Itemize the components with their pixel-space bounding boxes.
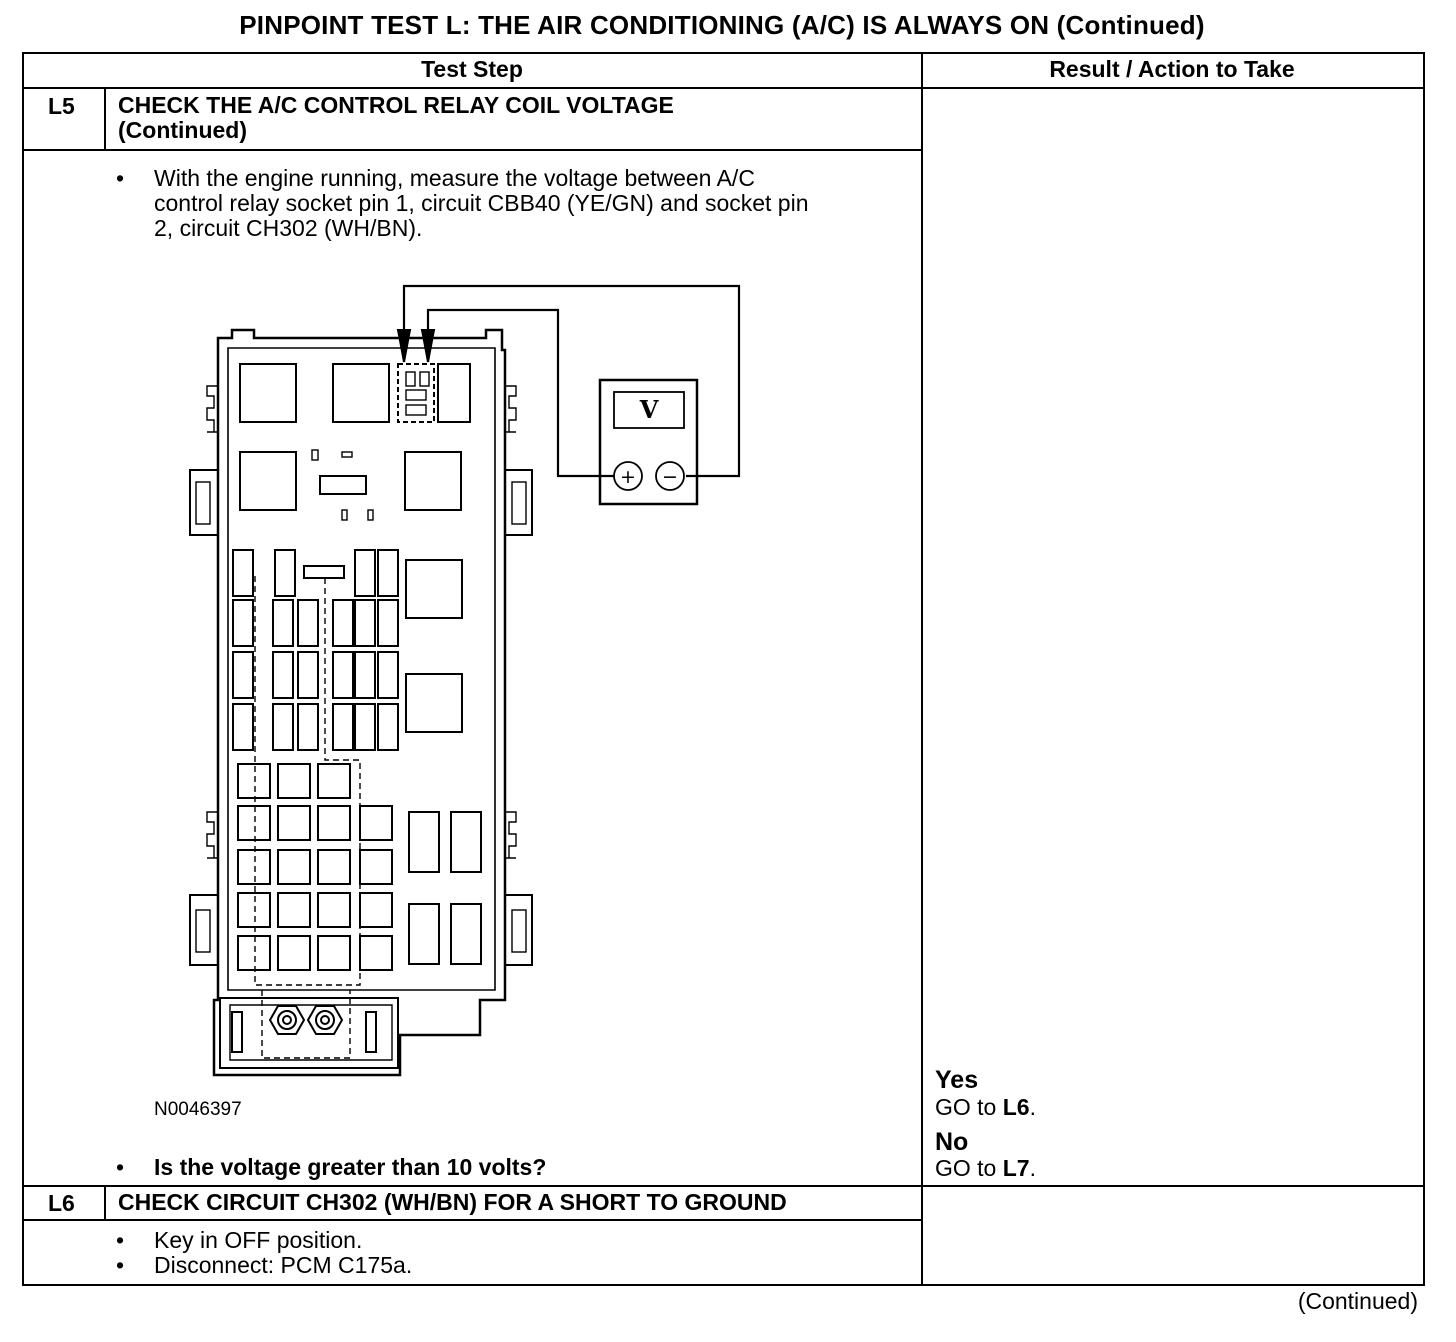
instruction-l6-1-text: Key in OFF position.	[154, 1227, 363, 1253]
instruction-l6-2-text: Disconnect: PCM C175a.	[154, 1252, 413, 1278]
bullet-marker: •	[116, 1154, 125, 1180]
bullet-marker: •	[116, 165, 125, 191]
negative-terminal	[655, 461, 685, 491]
result-yes: Yes	[935, 1066, 979, 1094]
action-yes: GO to L6.	[935, 1094, 1036, 1121]
step-title-l5: CHECK THE A/C CONTROL RELAY COIL VOLTAGE…	[118, 93, 674, 143]
step-title-rule-l5	[22, 149, 922, 151]
voltmeter-display	[613, 391, 685, 429]
step-title-l6: CHECK CIRCUIT CH302 (WH/BN) FOR A SHORT …	[118, 1189, 787, 1215]
continued-footer: (Continued)	[1297, 1288, 1418, 1314]
negative-test-lead	[402, 284, 741, 478]
positive-terminal	[613, 461, 643, 491]
step-id-divider-l6	[104, 1185, 106, 1221]
question-l5: • Is the voltage greater than 10 volts?	[116, 1155, 896, 1181]
step-rule-l6	[22, 1185, 1423, 1187]
instruction-l5-text: With the engine running, measure the vol…	[154, 166, 809, 241]
positive-test-lead	[426, 308, 614, 478]
relay-socket	[239, 451, 297, 511]
question-l5-text: Is the voltage greater than 10 volts?	[154, 1154, 547, 1180]
instruction-l6-2: • Disconnect: PCM C175a.	[116, 1253, 896, 1279]
junction-box-diagram: V + −	[189, 284, 741, 1077]
step-title-l5-line1: CHECK THE A/C CONTROL RELAY COIL VOLTAGE	[118, 92, 674, 118]
step-title-l5-line2: (Continued)	[118, 117, 248, 143]
minus-sign: −	[662, 466, 678, 488]
header-test-step: Test Step	[421, 56, 523, 82]
action-target: L6	[1002, 1094, 1030, 1120]
relay-socket	[332, 363, 390, 423]
action-target: L7	[1002, 1155, 1030, 1181]
step-title-rule-l6	[22, 1219, 922, 1221]
instruction-l5: • With the engine running, measure the v…	[116, 166, 896, 246]
instruction-l6-1: • Key in OFF position.	[116, 1228, 896, 1254]
page-title: PINPOINT TEST L: THE AIR CONDITIONING (A…	[239, 10, 1205, 40]
connector-latch	[231, 1011, 243, 1053]
action-suffix: .	[1029, 1094, 1036, 1120]
connector-latch	[365, 1011, 377, 1053]
fuse-array	[232, 599, 399, 751]
bullet-marker: •	[116, 1227, 125, 1253]
test-table	[22, 52, 1425, 1286]
header-rule	[22, 87, 1423, 89]
figure-id: N0046397	[154, 1099, 242, 1120]
column-divider	[921, 52, 923, 1284]
action-text: GO to	[935, 1155, 1003, 1181]
voltmeter-symbol: V	[639, 395, 659, 424]
instruction-line: control relay socket pin 1, circuit CBB4…	[154, 190, 809, 216]
probe-tip	[396, 329, 412, 363]
relay-socket	[239, 363, 297, 423]
result-no: No	[935, 1128, 969, 1156]
header-result-action: Result / Action to Take	[1049, 56, 1295, 82]
action-text: GO to	[935, 1094, 1003, 1120]
stud-nut	[268, 1005, 306, 1035]
action-suffix: .	[1029, 1155, 1036, 1181]
voltmeter	[598, 378, 699, 506]
instruction-line: 2, circuit CH302 (WH/BN).	[154, 215, 423, 241]
plus-sign: +	[620, 466, 636, 488]
action-no: GO to L7.	[935, 1155, 1036, 1182]
stud-nut	[306, 1005, 344, 1035]
relay-socket	[437, 363, 471, 423]
ac-control-relay-socket	[397, 363, 435, 423]
step-id-divider-l5	[104, 87, 106, 150]
step-id-l5: L5	[48, 93, 75, 119]
maxi-fuse-array	[237, 763, 393, 971]
step-id-l6: L6	[48, 1190, 75, 1216]
probe-tip	[420, 329, 436, 363]
instruction-line: With the engine running, measure the vol…	[154, 165, 755, 191]
relay-socket	[404, 451, 462, 511]
bullet-marker: •	[116, 1252, 125, 1278]
